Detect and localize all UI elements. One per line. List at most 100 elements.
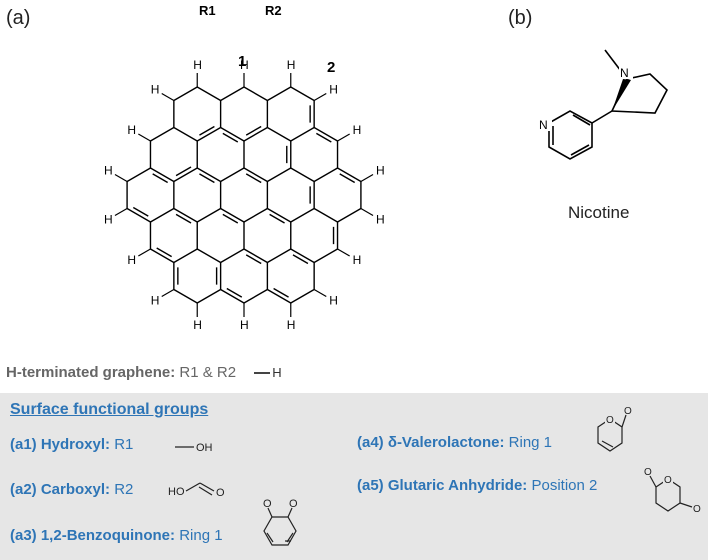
group-a4-name: (a4) δ-Valerolactone: [357,434,505,451]
cc-bond [220,248,245,264]
surface-groups-panel: Surface functional groups (a1) Hydroxyl:… [0,393,708,560]
lactone-o-mask [605,415,615,424]
cc-double-bond [222,213,239,224]
cc-bond [196,288,221,304]
cc-double-bond [245,254,262,265]
group-a1: (a1) Hydroxyl: R1 [10,436,133,453]
hydrogen-atom-label: H [353,253,362,267]
cc-bond [173,86,198,102]
h-terminated-label: H-terminated graphene: [6,364,176,381]
cc-bond [290,86,315,102]
hydrogen-atom-label: H [127,123,136,137]
cc-bond [243,248,268,264]
group-a3-name: (a3) 1,2-Benzoquinone: [10,527,176,544]
h-atom-symbol: H [272,365,282,380]
cc-bond [126,167,151,183]
cc-double-bond [156,247,172,258]
group-a5: (a5) Glutaric Anhydride: Position 2 [357,477,597,494]
cc-bond [267,248,292,264]
ch-bond [114,173,128,183]
pyrrolidine-n-label: N [620,66,629,80]
ch-bond [161,92,175,102]
nicotine-molecule [548,49,668,160]
cc-bond [243,207,268,223]
hydrogen-atom-label: H [127,253,136,267]
cc-bond [290,167,315,183]
ch-bond [161,288,175,298]
cc-bond [196,126,221,142]
anhydride-ring-o-label: O [664,475,672,486]
cc-bond [243,126,268,142]
cc-bond [173,288,198,304]
carboxyl-ho-label: HO [168,486,185,498]
group-a1-name: (a1) Hydroxyl: [10,436,111,453]
hydroxyl-oh-label: OH [196,442,213,454]
r1-label: R1 [199,3,216,18]
cc-bond [243,167,268,183]
ch-bond [337,248,350,257]
cc-double-bond [273,287,289,298]
h-bond-line [254,372,271,374]
hydroxyl-structure: OH [175,442,213,454]
r2-label: R2 [265,3,282,18]
cc-bond [337,167,362,183]
hydrogen-atom-label: H [151,83,160,97]
hydrogen-atom-label: H [240,58,249,72]
cc-bond [267,126,292,142]
group-a1-target: R1 [114,436,134,453]
cc-bond [196,167,221,183]
cc-bond [290,126,315,142]
graphene-flake [114,73,374,317]
glutaric-anhydride-structure: O O O [644,467,701,515]
ch-bond [313,92,327,102]
cc-bond [173,126,198,142]
cc-double-bond [339,173,356,184]
cc-double-bond [132,206,149,217]
panel-a-label: (a) [6,7,30,29]
cc-bond [150,167,175,183]
nicotine-caption: Nicotine [568,203,629,222]
cc-bond [267,86,292,102]
group-a3: (a3) 1,2-Benzoquinone: Ring 1 [10,527,223,544]
lactone-carbonyl-o-label: O [624,406,632,417]
cc-bond [243,86,268,102]
cc-double-bond [175,166,192,177]
cc-bond [150,248,175,264]
anhydride-o2-label: O [693,504,701,515]
cc-bond [243,288,268,304]
cc-bond [220,207,245,223]
group-a4: (a4) δ-Valerolactone: Ring 1 [357,434,552,451]
hydrogen-atom-label: H [329,83,338,97]
group-a2-name: (a2) Carboxyl: [10,481,111,498]
hydrogen-atom-label: H [151,294,160,308]
cc-bond [220,126,245,142]
cc-double-bond [199,125,215,136]
hydrogen-atom-label: H [376,164,385,178]
cc-bond [267,167,292,183]
hydrogen-atom-label: H [193,318,202,332]
cc-bond [313,248,338,264]
group-a5-target: Position 2 [531,477,598,494]
surface-groups-title: Surface functional groups [10,401,209,418]
cc-bond [150,126,175,142]
cc-double-bond [269,213,285,224]
group-a4-target: Ring 1 [508,434,553,451]
cc-double-bond [245,125,262,136]
group-a2: (a2) Carboxyl: R2 [10,481,133,498]
cc-double-bond [226,287,243,298]
ring-2-label: 2 [327,59,335,76]
ch-bond [337,133,350,142]
cc-bond [220,86,245,102]
ch-bond [360,173,374,183]
hydrogen-atom-label: H [193,58,202,72]
cc-bond [196,207,221,223]
cc-double-bond [222,132,239,143]
h-terminated-legend: H-terminated graphene: R1 & R2 H [6,364,282,381]
cc-bond [290,207,315,223]
cc-bond [220,167,245,183]
ch-bond [138,248,151,257]
hydrogen-atom-label: H [287,318,296,332]
panel-b-label: (b) [508,7,532,29]
